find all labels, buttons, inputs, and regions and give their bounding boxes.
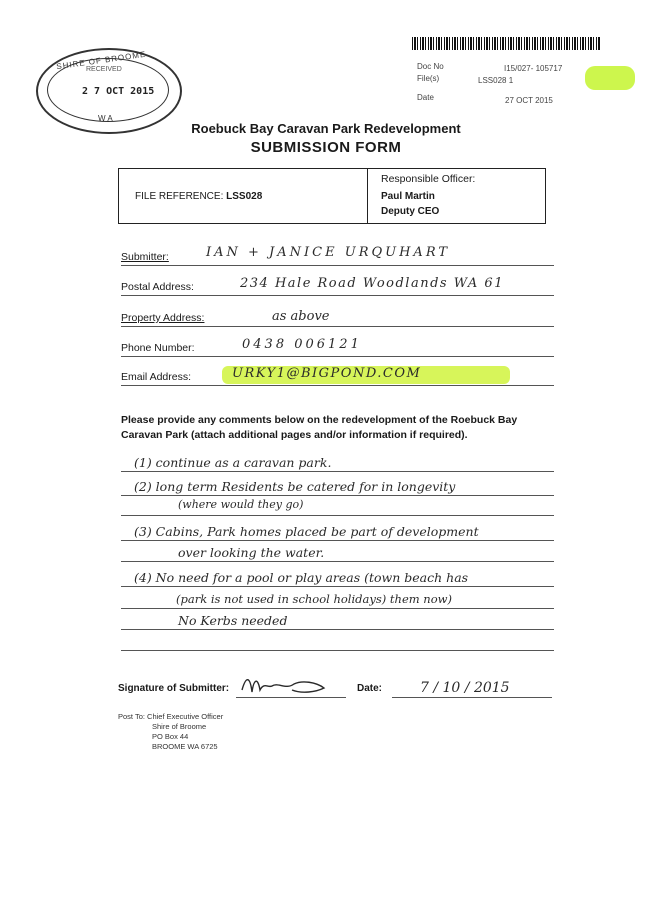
comment-rule xyxy=(121,608,554,609)
form-title: Roebuck Bay Caravan Park Redevelopment xyxy=(191,121,461,136)
phone-line xyxy=(121,356,554,357)
files-value: LSS028 1 xyxy=(478,76,514,85)
signature-scribble xyxy=(241,679,326,693)
comment-rule xyxy=(121,629,554,630)
comment-line-7[interactable]: (park is not used in school holidays) th… xyxy=(176,592,452,606)
comment-line-6[interactable]: (4) No need for a pool or play areas (to… xyxy=(134,570,469,585)
post-to-line-1: Post To: Chief Executive Officer xyxy=(118,712,224,721)
comment-rule xyxy=(121,515,554,516)
date-meta-label: Date xyxy=(417,93,434,102)
stamp-inner-ring xyxy=(47,58,169,122)
post-to-line-3: PO Box 44 xyxy=(152,732,189,741)
stamp-received-text: RECEIVED xyxy=(86,66,122,73)
date-label: Date: xyxy=(357,683,383,694)
file-reference-code: LSS028 xyxy=(226,191,263,202)
files-label: File(s) xyxy=(417,74,440,83)
comment-rule xyxy=(121,495,554,496)
date-line xyxy=(392,697,552,698)
highlighter-mark xyxy=(585,66,635,90)
submitter-label: Submitter: xyxy=(121,251,169,263)
phone-label: Phone Number: xyxy=(121,342,195,354)
email-line xyxy=(121,385,554,386)
responsible-officer-label: Responsible Officer: xyxy=(381,173,476,185)
comment-instructions: Please provide any comments below on the… xyxy=(121,414,518,441)
comment-rule xyxy=(121,471,554,472)
file-reference: FILE REFERENCE: LSS028 xyxy=(135,191,262,202)
comment-line-5[interactable]: over looking the water. xyxy=(178,545,325,560)
property-address-line xyxy=(121,326,554,327)
comment-line-2[interactable]: (2) long term Residents be catered for i… xyxy=(134,479,456,494)
officer-role: Deputy CEO xyxy=(381,206,440,217)
property-address-value[interactable]: as above xyxy=(272,309,330,324)
stamp-bottom-text: W A xyxy=(98,114,113,123)
comment-rule xyxy=(121,561,554,562)
property-address-label: Property Address: xyxy=(121,312,205,324)
date-value[interactable]: 7 / 10 / 2015 xyxy=(420,680,510,696)
postal-address-value[interactable]: 234 Hale Road Woodlands WA 61 xyxy=(240,276,504,291)
barcode xyxy=(412,37,600,50)
comment-line-1[interactable]: (1) continue as a caravan park. xyxy=(134,455,332,470)
form-subtitle: SUBMISSION FORM xyxy=(250,139,402,156)
comment-rule xyxy=(121,586,554,587)
comment-line-4[interactable]: (3) Cabins, Park homes placed be part of… xyxy=(134,524,479,539)
ref-box-divider xyxy=(367,169,368,223)
doc-no-value: I15/027- 105717 xyxy=(504,64,563,73)
post-to-line-2: Shire of Broome xyxy=(152,722,207,731)
postal-address-line xyxy=(121,295,554,296)
comment-rule xyxy=(121,650,554,651)
email-value[interactable]: URKY1@BIGPOND.COM xyxy=(232,366,422,381)
submitter-line xyxy=(121,265,554,266)
phone-value[interactable]: 0438 006121 xyxy=(242,337,362,352)
officer-name: Paul Martin xyxy=(381,191,435,202)
email-label: Email Address: xyxy=(121,371,192,383)
postal-address-label: Postal Address: xyxy=(121,281,194,293)
signature-label: Signature of Submitter: xyxy=(118,683,230,694)
stamp-date: 2 7 OCT 2015 xyxy=(82,86,155,97)
file-reference-box: FILE REFERENCE: LSS028 Responsible Offic… xyxy=(118,168,546,224)
comment-rule xyxy=(121,540,554,541)
comment-line-3[interactable]: (where would they go) xyxy=(178,498,304,511)
email-highlight xyxy=(222,366,510,384)
file-reference-label: FILE REFERENCE: xyxy=(135,191,224,202)
doc-no-label: Doc No xyxy=(417,62,444,71)
received-stamp: SHIRE OF BROOME RECEIVED 2 7 OCT 2015 W … xyxy=(36,48,182,134)
comment-line-8[interactable]: No Kerbs needed xyxy=(178,613,288,628)
post-to-line-4: BROOME WA 6725 xyxy=(152,742,218,751)
date-meta-value: 27 OCT 2015 xyxy=(505,96,553,105)
signature-line xyxy=(236,697,346,698)
submitter-value[interactable]: IAN + JANICE URQUHART xyxy=(206,245,451,260)
